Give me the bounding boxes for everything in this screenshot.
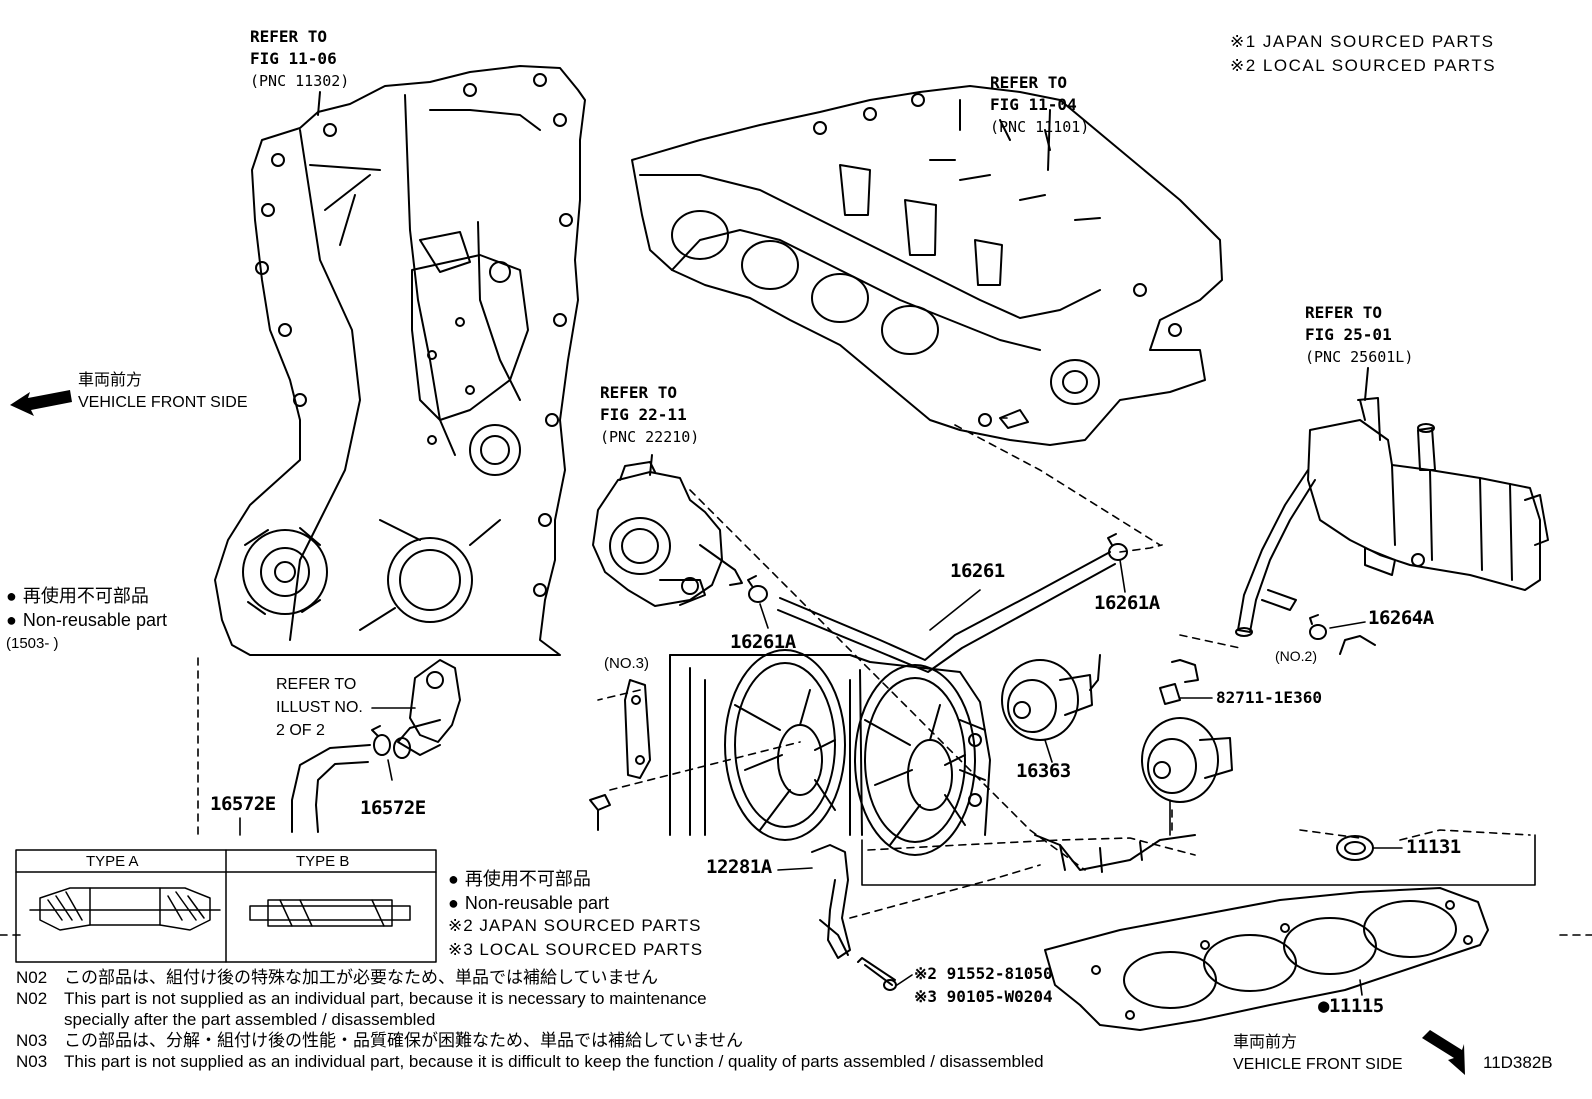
- egr-cooler: [1235, 367, 1549, 637]
- leader-lines: [239, 559, 1403, 996]
- sourced-parts-local: ※2 LOCAL SOURCED PARTS: [1230, 56, 1497, 75]
- part-16261[interactable]: 16261: [950, 560, 1005, 582]
- part-11115[interactable]: ●11115: [1318, 995, 1384, 1017]
- vehicle-front-bottom: 車両前方 VEHICLE FRONT SIDE: [1233, 1032, 1403, 1076]
- legend-type-b: TYPE B: [296, 853, 350, 870]
- part-16264a[interactable]: 16264A: [1368, 607, 1434, 629]
- vehicle-front-en: VEHICLE FRONT SIDE: [1233, 1056, 1403, 1073]
- type-b-symbol: [249, 899, 411, 927]
- legend-box: [15, 849, 437, 963]
- pipe-12281a: [811, 844, 851, 959]
- ref-egr-cooler[interactable]: REFER TO FIG 25-01 (PNC 25601L): [1305, 302, 1413, 368]
- throttle-body: [592, 454, 743, 607]
- engine-block-fragment: [1034, 834, 1196, 873]
- fan-motor-2: [1141, 717, 1233, 803]
- legend-type-a: TYPE A: [86, 853, 139, 870]
- ref-pnc: (PNC 11302): [250, 72, 350, 90]
- part-91552[interactable]: ※2 91552-81050: [914, 964, 1053, 983]
- legend-japan-sourced: ※2 JAPAN SOURCED PARTS: [448, 916, 702, 935]
- type-a-symbol: [29, 887, 221, 931]
- hose-16572e: [291, 744, 371, 833]
- nonreusable-legend-top: 再使用不可部品 Non-reusable part (1503- ): [6, 584, 167, 656]
- part-16363[interactable]: 16363: [1016, 760, 1071, 782]
- part-16572e-right[interactable]: 16572E: [360, 797, 426, 819]
- connector-82711: [1159, 659, 1199, 705]
- ref-timing-cover[interactable]: REFER TO FIG 11-06 (PNC 11302): [250, 26, 349, 92]
- water-outlet: [393, 659, 461, 759]
- radiator-fan: [669, 649, 991, 856]
- ref-line1: REFER TO: [990, 73, 1068, 92]
- head-gasket-11115: [1044, 887, 1489, 1031]
- ref-line2: FIG 25-01: [1305, 325, 1392, 344]
- clamp-16261a-left: [747, 575, 768, 603]
- nonreusable-jp: 再使用不可部品: [6, 584, 167, 608]
- legend-local-sourced: ※3 LOCAL SOURCED PARTS: [448, 940, 704, 959]
- ref-illust[interactable]: REFER TO ILLUST NO. 2 OF 2: [276, 673, 363, 742]
- part-90105[interactable]: ※3 90105-W0204: [914, 987, 1053, 1006]
- legend-nonreusable: 再使用不可部品 Non-reusable part: [448, 867, 609, 915]
- sourced-parts-japan: ※1 JAPAN SOURCED PARTS: [1230, 32, 1495, 51]
- fan-motor-16363: [1001, 654, 1101, 741]
- vehicle-front-en: VEHICLE FRONT SIDE: [78, 394, 248, 411]
- cylinder-head: [631, 85, 1223, 446]
- vehicle-front-top: 車両前方 VEHICLE FRONT SIDE: [78, 370, 248, 414]
- timing-chain-cover: [214, 65, 586, 656]
- ref-line1: REFER TO: [600, 383, 678, 402]
- ref-line1: REFER TO: [1305, 303, 1383, 322]
- gasket-11131: [1336, 835, 1374, 861]
- legend-nonreusable-jp: 再使用不可部品: [448, 867, 609, 891]
- front-arrow-bottom: [1422, 1030, 1465, 1075]
- ref-throttle-body[interactable]: REFER TO FIG 22-11 (PNC 22210): [600, 382, 699, 448]
- legend-sourced: ※2 JAPAN SOURCED PARTS ※3 LOCAL SOURCED …: [448, 914, 703, 962]
- vehicle-front-jp: 車両前方: [78, 372, 143, 389]
- ref-line2: FIG 11-06: [250, 49, 337, 68]
- ref-line1: REFER TO: [276, 676, 357, 693]
- front-arrow-top: [10, 390, 72, 416]
- bolt-91552: [857, 957, 897, 991]
- part-82711[interactable]: 82711-1E360: [1216, 688, 1322, 707]
- ref-line3: 2 OF 2: [276, 722, 325, 739]
- ref-line2: ILLUST NO.: [276, 699, 363, 716]
- clamp-16264a: [1309, 614, 1327, 640]
- bracket-no3: [624, 679, 651, 779]
- ref-line2: FIG 11-04: [990, 95, 1077, 114]
- clamp-16261a-right: [1107, 533, 1128, 561]
- label-no2: (NO.2): [1275, 648, 1317, 664]
- ref-cylinder-head[interactable]: REFER TO FIG 11-04 (PNC 11101): [990, 72, 1089, 138]
- part-11131[interactable]: 11131: [1406, 836, 1461, 858]
- frame-lines: [861, 834, 1536, 886]
- part-12281a[interactable]: 12281A: [706, 856, 772, 878]
- ref-line1: REFER TO: [250, 27, 328, 46]
- nonreusable-en: Non-reusable part: [6, 608, 167, 632]
- part-16572e-left[interactable]: 16572E: [210, 793, 276, 815]
- part-16261a-left[interactable]: 16261A: [730, 631, 796, 653]
- figure-code: 11D382B: [1483, 1053, 1553, 1072]
- hose-fragment-no2: [1339, 635, 1376, 655]
- dashed-guides: [0, 417, 1592, 936]
- clamp-16572e: [371, 725, 391, 756]
- ref-pnc: (PNC 22210): [600, 428, 700, 446]
- vehicle-front-jp: 車両前方: [1233, 1034, 1298, 1051]
- legend-nonreusable-en: Non-reusable part: [448, 891, 609, 915]
- label-no3: (NO.3): [604, 655, 649, 672]
- part-16261a-right[interactable]: 16261A: [1094, 592, 1160, 614]
- ref-line2: FIG 22-11: [600, 405, 687, 424]
- ref-pnc: (PNC 11101): [990, 118, 1090, 136]
- note-row: specially after the part assembled / dis…: [64, 1010, 436, 1029]
- ref-pnc: (PNC 25601L): [1305, 348, 1414, 366]
- nonreusable-date: (1503- ): [6, 635, 59, 652]
- hose-16261: [777, 551, 1116, 673]
- bracket-bolt: [589, 794, 611, 831]
